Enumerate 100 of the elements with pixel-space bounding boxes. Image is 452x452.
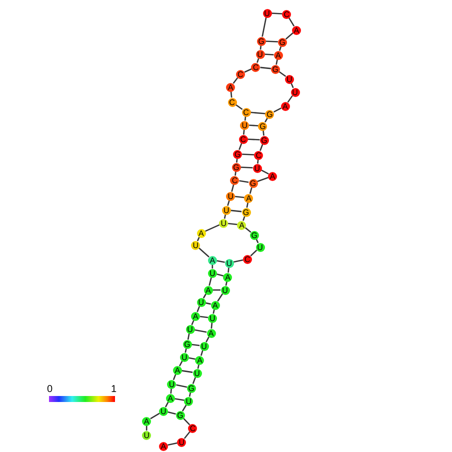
- nucleotide-circle: A: [158, 442, 168, 450]
- backbone-line: [287, 95, 293, 103]
- nucleotide-circle: G: [265, 110, 274, 118]
- backbone-line: [288, 18, 295, 26]
- nucleotide-circle: U: [158, 406, 168, 416]
- nucleotide-circle: A: [226, 82, 236, 92]
- backbone-line: [244, 116, 246, 121]
- nucleotide-circle: U: [284, 74, 294, 84]
- base-pair-line: [249, 124, 258, 126]
- nucleotide-circle: C: [251, 62, 260, 72]
- nucleotide-circle: A: [292, 26, 301, 34]
- nucleotide-circle: U: [262, 8, 272, 18]
- nucleotide-circle: U: [192, 368, 202, 378]
- nucleotide-circle: U: [256, 50, 264, 58]
- nucleotide-circle: C: [188, 424, 198, 432]
- scale-tick-label: 1: [111, 384, 117, 395]
- base-pair-line: [260, 66, 271, 70]
- nucleotide-circle: U: [240, 120, 250, 130]
- nucleotide-circle: G: [248, 178, 258, 188]
- nucleotide-circle: G: [270, 64, 280, 74]
- backbone-line: [250, 250, 258, 256]
- base-pair-line: [200, 316, 208, 318]
- backbone-line: [217, 293, 224, 302]
- nucleotide-circle: U: [256, 242, 264, 252]
- backbone-line: [205, 224, 220, 232]
- base-pair-line: [235, 196, 244, 198]
- backbone-line: [168, 442, 178, 446]
- base-pair-line: [192, 344, 200, 346]
- nucleotide-circle: U: [208, 314, 217, 322]
- base-pair-line: [266, 40, 278, 42]
- nucleotide-circle: U: [177, 438, 186, 446]
- nucleotide-circle: U: [219, 218, 228, 228]
- nucleotide-circle: G: [250, 230, 259, 240]
- nucleotide-circle: A: [142, 416, 152, 426]
- backbone-line: [198, 248, 210, 258]
- base-pair-line: [228, 222, 238, 226]
- nucleotide-circle: C: [254, 150, 264, 160]
- nucleotide-circle: C: [230, 176, 240, 184]
- backbone-line: [206, 336, 210, 342]
- base-pair-line: [216, 274, 224, 276]
- scale-tick-label: 0: [47, 384, 53, 395]
- nucleotide-circle: A: [206, 328, 216, 338]
- nucleotide-circle: G: [258, 122, 268, 130]
- backbone-line: [271, 12, 282, 14]
- nucleotide-circle: U: [196, 298, 206, 306]
- base-pair-line: [182, 370, 193, 373]
- nucleotide-circle: G: [176, 410, 185, 420]
- base-pair-line: [250, 112, 266, 114]
- nucleotide-circle: U: [208, 268, 217, 278]
- base-pair-line: [239, 180, 249, 183]
- backbone-line: [274, 108, 282, 112]
- backbone-line: [200, 350, 204, 356]
- base-pair-line: [242, 154, 254, 156]
- base-pair-line: [168, 411, 176, 415]
- nucleotide-circle: G: [278, 38, 287, 46]
- nucleotide-circle: U: [200, 342, 208, 350]
- base-pair-line: [240, 166, 253, 168]
- nucleotide-circle: C: [228, 98, 236, 106]
- backbone-line: [202, 294, 206, 298]
- nucleotide-circle: C: [242, 108, 250, 116]
- nucleotide-circle: A: [210, 300, 220, 310]
- backbone-line: [233, 259, 244, 263]
- base-pair-line: [194, 329, 207, 333]
- backbone-line: [192, 376, 196, 384]
- nucleotide-circle: G: [232, 162, 241, 172]
- backbone-line: [244, 68, 252, 73]
- backbone-line: [235, 104, 243, 110]
- base-pair-line: [174, 398, 184, 401]
- nucleotide-circle: A: [196, 228, 206, 238]
- nucleotide-circle: G: [256, 36, 266, 46]
- nucleotide-circle: U: [180, 352, 189, 362]
- backbone-line: [249, 187, 252, 194]
- backbone-line: [210, 322, 213, 329]
- nucleotide-circle: U: [167, 380, 176, 388]
- nucleotide-circle: A: [191, 312, 200, 320]
- backbone-line: [208, 277, 212, 286]
- backbone-line: [260, 45, 262, 50]
- base-pair-line: [176, 384, 188, 388]
- nucleotide-circle: U: [252, 164, 262, 172]
- nucleotide-circle: U: [222, 206, 231, 214]
- nucleotide-circle: C: [238, 134, 248, 144]
- base-pair-line: [216, 260, 225, 263]
- backbone-line: [257, 176, 269, 182]
- base-pair-line: [230, 210, 242, 212]
- nucleotide-circle: G: [186, 384, 196, 392]
- nucleotide-circle: U: [226, 192, 236, 200]
- backbone-line: [262, 17, 267, 37]
- backbone-line: [231, 184, 234, 192]
- backbone-line: [196, 306, 200, 312]
- backbone-line: [184, 431, 190, 439]
- nucleotide-circle: A: [208, 256, 217, 264]
- base-pair-line: [264, 54, 274, 56]
- backbone-line: [260, 170, 269, 174]
- nucleotide-circle: U: [220, 286, 230, 294]
- nucleotide-circle: U: [191, 240, 200, 250]
- nucleotide-circle: G: [233, 150, 242, 158]
- nucleotide-circle: C: [236, 70, 245, 78]
- nucleotide-circle: G: [242, 208, 250, 216]
- backbone-line: [278, 71, 286, 77]
- nucleotide-circle: A: [172, 366, 182, 374]
